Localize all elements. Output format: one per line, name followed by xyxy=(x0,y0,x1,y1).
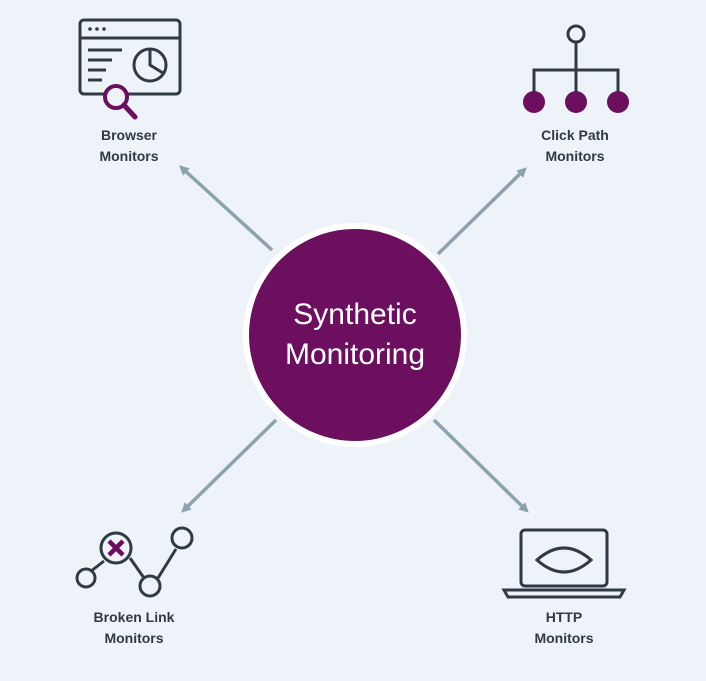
center-title-line2: Monitoring xyxy=(284,338,426,371)
browser-window-magnifier-icon xyxy=(78,18,182,120)
center-title: Synthetic Monitoring xyxy=(248,228,462,442)
node-label-line2: Monitors xyxy=(99,148,159,164)
node-label-line1: HTTP xyxy=(545,609,583,625)
node-label-line2: Monitors xyxy=(545,148,605,164)
node-label-click-path-monitors: Click Path Monitors xyxy=(495,125,655,167)
node-label-line1: Click Path xyxy=(541,127,609,143)
laptop-eye-icon xyxy=(501,528,627,599)
arrow-to-http-monitors xyxy=(432,418,529,513)
node-label-line1: Browser xyxy=(100,127,158,143)
hierarchy-tree-icon xyxy=(523,24,629,113)
broken-link-graph-icon xyxy=(75,526,194,598)
center-circle-fill xyxy=(249,229,461,441)
node-label-line2: Monitors xyxy=(534,630,594,646)
arrow-to-click-path-monitors xyxy=(436,167,527,256)
node-label-broken-link-monitors: Broken Link Monitors xyxy=(54,607,214,649)
arrow-to-browser-monitors xyxy=(179,165,274,252)
arrow-to-broken-link-monitors xyxy=(181,418,278,513)
node-label-http-monitors: HTTP Monitors xyxy=(484,607,644,649)
node-label-line2: Monitors xyxy=(104,630,164,646)
node-label-browser-monitors: Browser Monitors xyxy=(49,125,209,167)
center-title-line1: Synthetic xyxy=(293,298,417,331)
node-label-line1: Broken Link xyxy=(93,609,175,625)
